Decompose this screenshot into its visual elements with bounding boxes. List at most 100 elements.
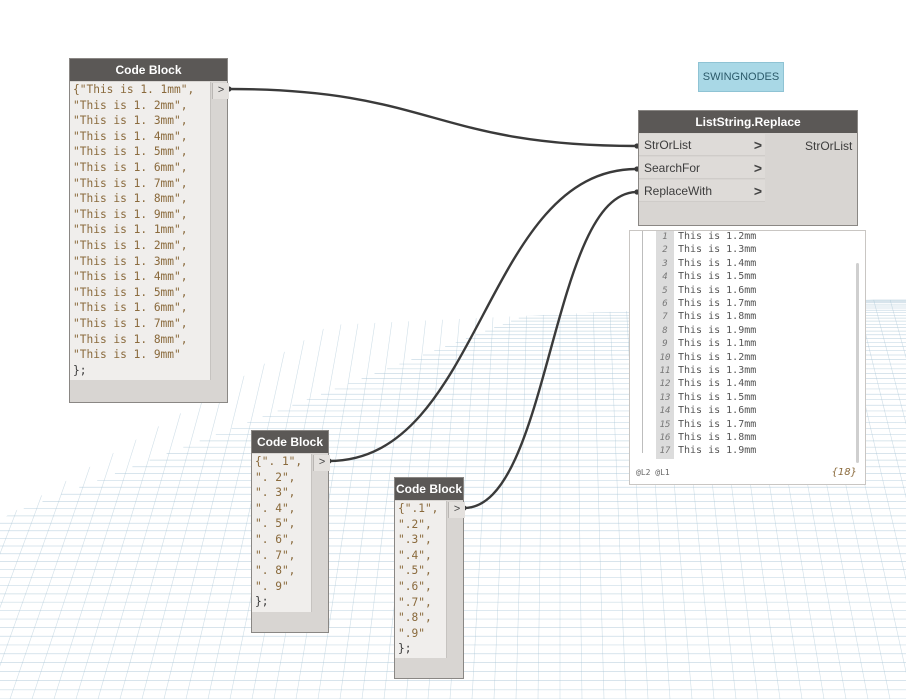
code-line: "This is 1. 3mm", [73, 254, 188, 268]
preview-item-index: 2 [656, 244, 674, 258]
preview-item-count: {18} [831, 467, 857, 478]
preview-item-index: 17 [656, 445, 674, 459]
code-line: "This is 1. 3mm", [73, 114, 188, 128]
code-line: ". 4", [255, 501, 296, 515]
input-port-replacewith-label: ReplaceWith [644, 184, 713, 198]
code-line: {".1", [398, 502, 439, 515]
code-block-1-output-port[interactable]: > [212, 83, 229, 99]
code-line: ". 7", [255, 548, 296, 562]
input-port-strorlist[interactable]: StrOrList > [639, 134, 765, 156]
code-line: ".7", [398, 595, 432, 609]
input-port-searchfor[interactable]: SearchFor > [639, 157, 765, 179]
code-line: {". 1", [255, 455, 303, 468]
code-line: ".4", [398, 548, 432, 562]
preview-item-index: 8 [656, 324, 674, 339]
preview-item-text: This is 1.8mm [678, 311, 757, 323]
preview-item-text: This is 1.6mm [678, 284, 757, 296]
preview-list-item: 3 This is 1.4mm [656, 257, 757, 272]
preview-item-text: This is 1.4mm [678, 257, 757, 269]
code-block-node-1[interactable]: Code Block {"This is 1. 1mm", "This is 1.… [69, 58, 229, 403]
preview-list-item: 15 This is 1.7mm [656, 418, 757, 432]
preview-scrollbar[interactable] [856, 263, 859, 463]
code-line: "This is 1. 7mm", [73, 316, 188, 330]
preview-item-index: 11 [656, 365, 674, 379]
preview-levels: @L2 @L1 [636, 468, 670, 477]
preview-item-text: This is 1.5mm [678, 391, 757, 403]
code-block-2-title: Code Block [252, 431, 328, 453]
input-port-replacewith[interactable]: ReplaceWith > [639, 180, 765, 202]
preview-item-index: 4 [656, 271, 674, 285]
preview-item-text: This is 1.1mm [678, 338, 757, 350]
code-line: ". 3", [255, 486, 296, 500]
code-line: "This is 1. 1mm", [73, 223, 188, 237]
preview-item-text: This is 1.7mm [678, 298, 757, 309]
preview-item-index: 1 [656, 231, 674, 245]
preview-list-item: 12 This is 1.4mm [656, 377, 757, 392]
preview-item-index: 6 [656, 298, 674, 312]
preview-list-item: 10 This is 1.2mm [656, 351, 757, 365]
preview-item-text: This is 1.6mm [678, 405, 757, 417]
code-line: "This is 1. 8mm", [73, 192, 188, 206]
preview-item-text: This is 1.3mm [678, 244, 757, 256]
code-line: }; [255, 595, 269, 609]
preview-item-text: This is 1.2mm [678, 231, 757, 242]
code-block-3-output-port[interactable]: > [448, 502, 465, 518]
preview-item-index: 16 [656, 432, 674, 446]
liststring-replace-node[interactable]: ListString.Replace StrOrList > SearchFor… [638, 110, 858, 226]
preview-item-index: 13 [656, 391, 674, 406]
preview-item-text: This is 1.5mm [678, 271, 757, 283]
preview-item-text: This is 1.4mm [678, 378, 757, 390]
code-block-1-editor[interactable]: {"This is 1. 1mm","This is 1. 2mm","This… [70, 82, 211, 380]
preview-item-index: 3 [656, 257, 674, 272]
preview-list-item: 4 This is 1.5mm [656, 270, 757, 285]
preview-list-item: 1 This is 1.2mm [656, 230, 757, 245]
code-block-3-editor[interactable]: {".1",".2",".3",".4",".5",".6",".7",".8"… [395, 501, 447, 658]
code-line: ".5", [398, 564, 432, 578]
code-line: "This is 1. 4mm", [73, 270, 188, 284]
code-block-1-title: Code Block [70, 59, 227, 81]
input-port-strorlist-label: StrOrList [644, 138, 692, 152]
preview-item-text: This is 1.9mm [678, 324, 757, 336]
code-line: ". 8", [255, 564, 296, 578]
preview-item-text: This is 1.3mm [678, 365, 757, 376]
code-line: "This is 1. 8mm", [73, 332, 188, 346]
code-block-node-2[interactable]: Code Block {". 1",". 2",". 3",". 4",". 5… [251, 430, 330, 633]
preview-item-index: 15 [656, 418, 674, 432]
input-port-searchfor-label: SearchFor [644, 161, 701, 175]
code-line: "This is 1. 5mm", [73, 285, 188, 299]
code-line: ".6", [398, 579, 432, 593]
preview-item-text: This is 1.7mm [678, 418, 757, 430]
code-block-2-editor[interactable]: {". 1",". 2",". 3",". 4",". 5",". 6",". … [252, 454, 312, 612]
code-line: }; [73, 363, 87, 377]
chevron-right-icon: > [753, 137, 762, 153]
preview-item-index: 10 [656, 351, 674, 365]
code-line: ". 5", [255, 517, 296, 531]
code-line: "This is 1. 2mm", [73, 238, 188, 252]
code-line: ".2", [398, 517, 432, 531]
code-line: ".8", [398, 611, 432, 625]
code-line: "This is 1. 4mm", [73, 129, 188, 143]
preview-list-item: 7 This is 1.8mm [656, 310, 757, 325]
preview-item-text: This is 1.2mm [678, 351, 757, 363]
preview-list-item: 6 This is 1.7mm [656, 297, 757, 312]
code-block-3-title: Code Block [395, 478, 463, 500]
preview-item-index: 7 [656, 311, 674, 325]
output-port-strorlist[interactable]: StrOrList [805, 139, 853, 153]
preview-item-index: 12 [656, 378, 674, 392]
code-line: "This is 1. 9mm", [73, 207, 188, 221]
liststring-replace-title: ListString.Replace [639, 111, 857, 133]
preview-tree-line [642, 231, 643, 453]
code-line: "This is 1. 7mm", [73, 176, 188, 190]
swingnodes-badge[interactable]: SWINGNODES [698, 62, 784, 92]
code-line: ". 9" [255, 579, 289, 593]
code-block-node-3[interactable]: Code Block {".1",".2",".3",".4",".5",".6… [394, 477, 465, 679]
code-line: {"This is 1. 1mm", [73, 83, 195, 96]
code-block-2-output-port[interactable]: > [313, 455, 330, 471]
code-line: "This is 1. 9mm" [73, 348, 181, 362]
